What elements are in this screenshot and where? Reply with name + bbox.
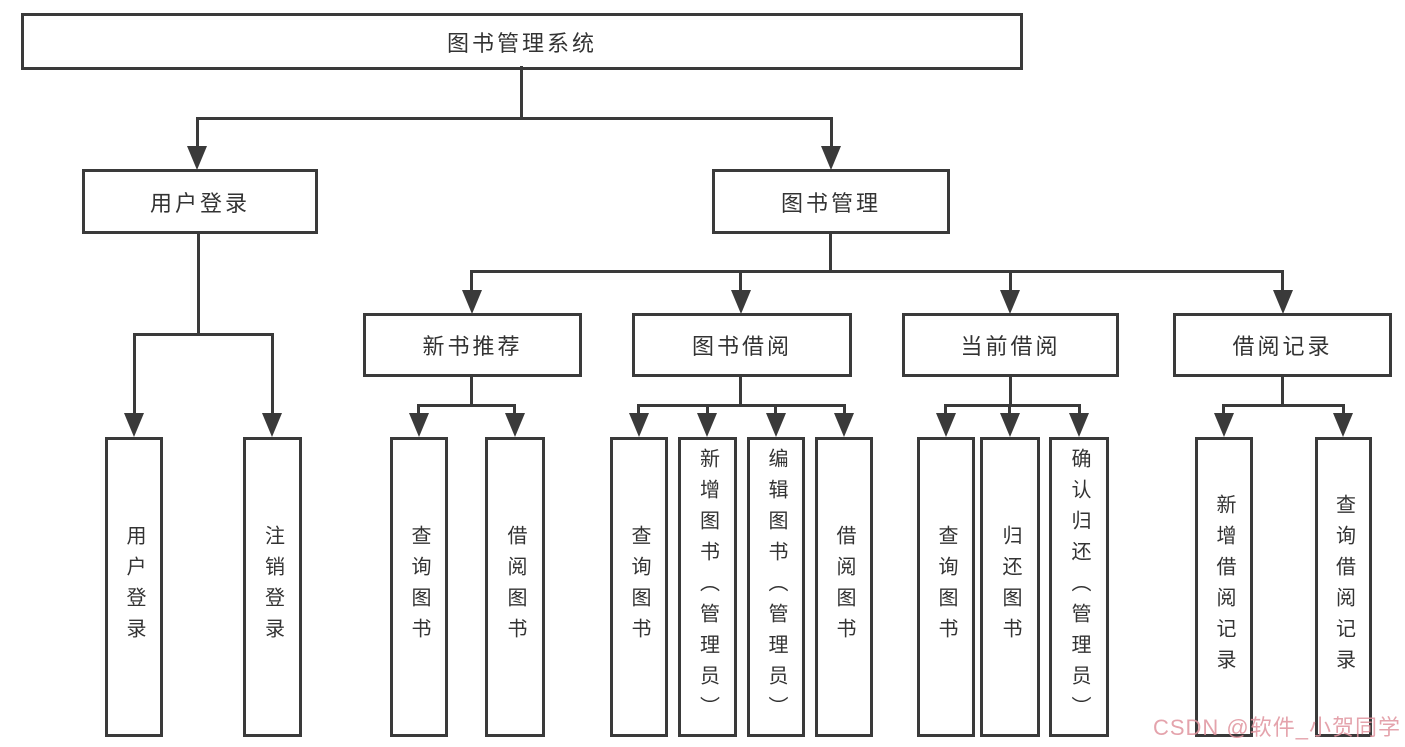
connector-line — [739, 270, 742, 292]
node-borrow-records-label: 借阅记录 — [1232, 334, 1333, 359]
arrowhead-down-icon — [1000, 413, 1020, 437]
node-root: 图书管理系统 — [21, 13, 1023, 70]
connector-line — [470, 270, 473, 292]
arrowhead-down-icon — [1000, 290, 1020, 314]
connector-line — [739, 374, 742, 407]
connector-line — [470, 374, 473, 407]
connector-line — [417, 404, 420, 416]
connector-line — [520, 66, 523, 120]
leaf-recommend-query-books: 查询图书 — [390, 437, 448, 737]
arrowhead-down-icon — [505, 413, 525, 437]
arrowhead-down-icon — [409, 413, 429, 437]
connector-line — [1078, 404, 1081, 416]
leaf-add-books-admin-label: 新增图书（管理员） — [696, 447, 719, 727]
connector-line — [513, 404, 516, 416]
connector-line — [637, 404, 846, 407]
connector-line — [1281, 270, 1284, 292]
connector-line — [1281, 374, 1284, 407]
leaf-borrow-query-books: 查询图书 — [610, 437, 668, 737]
node-new-book-recommend-label: 新书推荐 — [422, 334, 523, 359]
arrowhead-down-icon — [936, 413, 956, 437]
leaf-edit-books-admin: 编辑图书（管理员） — [747, 437, 805, 737]
arrowhead-down-icon — [731, 290, 751, 314]
connector-line — [196, 117, 199, 149]
connector-line — [417, 404, 516, 407]
arrowhead-down-icon — [821, 146, 841, 170]
connector-line — [133, 333, 274, 336]
node-new-book-recommend: 新书推荐 — [363, 313, 582, 377]
node-current-borrow-label: 当前借阅 — [960, 334, 1061, 359]
leaf-current-query-books: 查询图书 — [917, 437, 975, 737]
leaf-query-borrow-record-label: 查询借阅记录 — [1332, 494, 1355, 680]
node-borrow-records: 借阅记录 — [1173, 313, 1392, 377]
leaf-borrow-query-books-label: 查询图书 — [628, 525, 650, 649]
leaf-add-borrow-record: 新增借阅记录 — [1195, 437, 1253, 737]
watermark: CSDN @软件_小贺同学 — [1152, 715, 1401, 740]
connector-line — [271, 333, 274, 415]
arrowhead-down-icon — [462, 290, 482, 314]
connector-line — [1222, 404, 1225, 416]
connector-line — [706, 404, 709, 416]
leaf-recommend-borrow-books-label: 借阅图书 — [504, 525, 526, 649]
leaf-logout: 注销登录 — [243, 437, 302, 737]
node-user-login: 用户登录 — [82, 169, 318, 234]
connector-line — [944, 404, 947, 416]
leaf-user-login-label: 用户登录 — [123, 525, 145, 649]
node-book-borrow-label: 图书借阅 — [691, 334, 792, 359]
leaf-recommend-query-books-label: 查询图书 — [408, 525, 430, 649]
connector-line — [1222, 404, 1345, 407]
connector-line — [843, 404, 846, 416]
arrowhead-down-icon — [1214, 413, 1234, 437]
leaf-current-query-books-label: 查询图书 — [935, 525, 957, 649]
connector-line — [196, 117, 833, 120]
arrowhead-down-icon — [766, 413, 786, 437]
arrowhead-down-icon — [1273, 290, 1293, 314]
connector-line — [1009, 374, 1012, 407]
arrowhead-down-icon — [697, 413, 717, 437]
leaf-return-books: 归还图书 — [980, 437, 1040, 737]
leaf-add-borrow-record-label: 新增借阅记录 — [1213, 494, 1235, 680]
node-root-label: 图书管理系统 — [446, 30, 597, 56]
connector-line — [1008, 404, 1011, 416]
arrowhead-down-icon — [1069, 413, 1089, 437]
connector-line — [1342, 404, 1345, 416]
connector-line — [197, 231, 200, 336]
leaf-confirm-return-admin-label: 确认归还（管理员） — [1068, 447, 1090, 727]
connector-line — [637, 404, 640, 416]
arrowhead-down-icon — [834, 413, 854, 437]
connector-line — [829, 231, 832, 273]
arrowhead-down-icon — [187, 146, 207, 170]
connector-line — [774, 404, 777, 416]
leaf-user-login: 用户登录 — [105, 437, 163, 737]
connector-line — [944, 404, 1081, 407]
arrowhead-down-icon — [124, 413, 144, 437]
node-book-management: 图书管理 — [712, 169, 950, 234]
connector-line — [470, 270, 1284, 273]
connector-line — [1009, 270, 1012, 292]
node-user-login-label: 用户登录 — [149, 190, 250, 216]
leaf-return-books-label: 归还图书 — [999, 525, 1021, 649]
leaf-confirm-return-admin: 确认归还（管理员） — [1049, 437, 1109, 737]
leaf-recommend-borrow-books: 借阅图书 — [485, 437, 545, 737]
node-current-borrow: 当前借阅 — [902, 313, 1119, 377]
arrowhead-down-icon — [1333, 413, 1353, 437]
leaf-add-books-admin: 新增图书（管理员） — [678, 437, 737, 737]
arrowhead-down-icon — [262, 413, 282, 437]
arrowhead-down-icon — [629, 413, 649, 437]
connector-line — [133, 333, 136, 415]
connector-line — [830, 117, 833, 149]
leaf-borrow-books-label: 借阅图书 — [833, 525, 855, 649]
node-book-borrow: 图书借阅 — [632, 313, 852, 377]
leaf-borrow-books: 借阅图书 — [815, 437, 873, 737]
leaf-logout-label: 注销登录 — [261, 525, 284, 649]
node-book-management-label: 图书管理 — [780, 190, 881, 216]
leaf-edit-books-admin-label: 编辑图书（管理员） — [765, 447, 787, 727]
leaf-query-borrow-record: 查询借阅记录 — [1315, 437, 1372, 737]
